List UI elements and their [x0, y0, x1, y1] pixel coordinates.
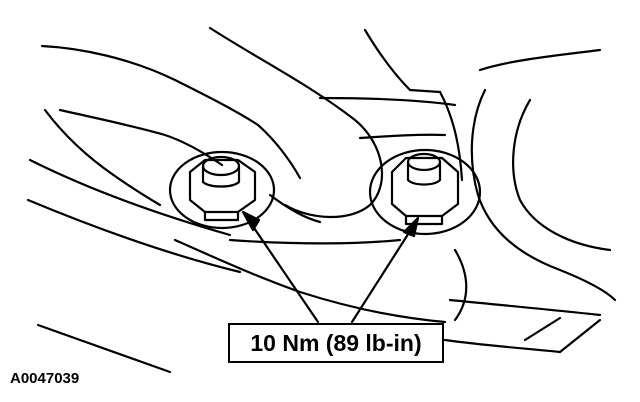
figure-id: A0047039 [10, 370, 80, 387]
upper-tube [40, 44, 260, 167]
leader-arrows [241, 210, 420, 324]
lower-strap [443, 316, 602, 354]
right-housing [318, 28, 617, 322]
right-nut [368, 148, 482, 236]
left-nut [168, 150, 276, 230]
arrowhead-left [241, 210, 261, 232]
bracket-arm [208, 26, 384, 224]
torque-callout: 10 Nm (89 lb-in) [228, 323, 444, 363]
arrowhead-right [402, 216, 420, 238]
lower-frame-lines [26, 108, 447, 374]
torque-spec-text: 10 Nm (89 lb-in) [250, 329, 422, 356]
